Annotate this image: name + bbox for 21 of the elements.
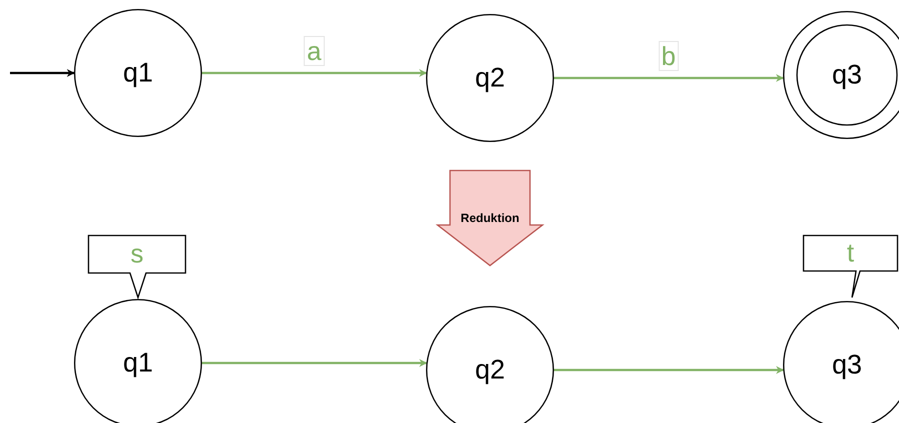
block-arrow — [437, 170, 543, 266]
arrow — [202, 359, 428, 367]
state-circle — [74, 9, 202, 137]
state-label: q1 — [122, 348, 154, 378]
arrow-label: Reduktion — [460, 211, 520, 225]
callout-label: t — [846, 238, 854, 268]
state-label: q2 — [474, 354, 506, 386]
arrow — [10, 69, 75, 77]
state-label: q1 — [122, 58, 154, 88]
edge-label: b — [658, 41, 679, 71]
callout-bubble — [88, 235, 186, 298]
state-label: q2 — [474, 62, 506, 94]
state-label: q3 — [832, 60, 862, 90]
arrow — [554, 366, 784, 374]
callout-bubble — [803, 235, 898, 298]
state-circle — [426, 14, 554, 142]
callout-label: s — [130, 238, 144, 270]
arrow — [554, 74, 784, 82]
state-label: q3 — [832, 350, 862, 380]
edge-label: a — [304, 36, 324, 66]
arrow — [202, 69, 427, 77]
